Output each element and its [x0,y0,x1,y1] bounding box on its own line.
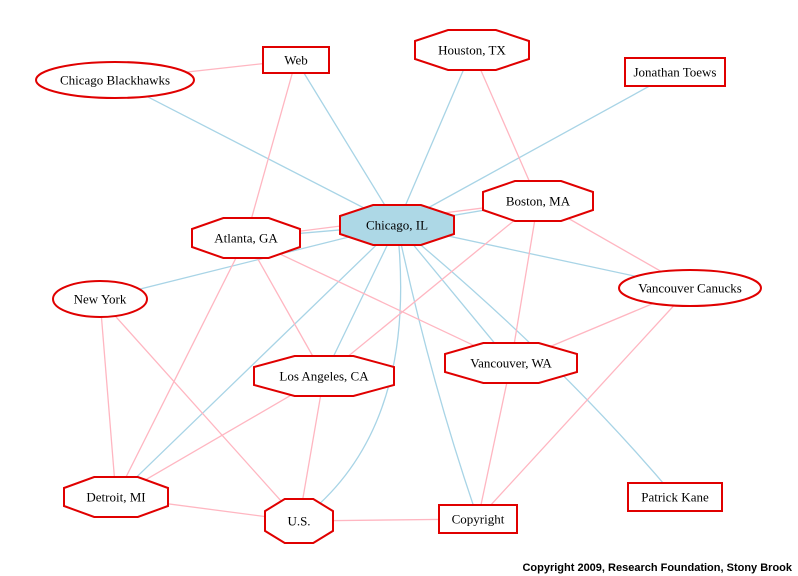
node-vancouver[interactable]: Vancouver, WA [444,342,578,384]
node-chicago_il[interactable]: Chicago, IL [339,204,455,246]
edge-chicago_il-losangeles [323,224,398,377]
node-label-vancouver: Vancouver, WA [470,356,552,371]
node-shape-boston [482,180,594,222]
node-label-us: U.S. [287,514,310,529]
node-label-houston: Houston, TX [438,43,506,58]
node-shape-us [264,498,334,544]
edge-atlanta-vancouver [245,237,512,364]
node-houston[interactable]: Houston, TX [414,29,530,71]
edge-boston-losangeles [323,200,539,377]
node-canucks[interactable]: Vancouver Canucks [618,269,762,307]
node-blackhawks[interactable]: Chicago Blackhawks [35,61,195,99]
node-label-chicago_il: Chicago, IL [366,218,428,233]
node-atlanta[interactable]: Atlanta, GA [191,217,301,259]
node-shape-houston [414,29,530,71]
edge-canucks-copyright [477,287,691,520]
node-label-canucks: Vancouver Canucks [638,281,742,296]
node-label-blackhawks: Chicago Blackhawks [60,73,170,88]
edge-chicago_il-vancouver [396,224,512,364]
edge-chicago_il-web [295,59,398,226]
edge-chicago_il-detroit [115,224,398,498]
node-boston[interactable]: Boston, MA [482,180,594,222]
node-shape-chicago_il [339,204,455,246]
node-losangeles[interactable]: Los Angeles, CA [253,355,395,397]
node-shape-detroit [63,476,169,518]
edge-chicago_il-copyright [396,224,479,520]
edge-losangeles-detroit [115,375,325,498]
node-shape-copyright [438,504,518,534]
node-label-losangeles: Los Angeles, CA [279,369,369,384]
node-label-toews: Jonathan Toews [634,65,717,80]
node-label-atlanta: Atlanta, GA [214,231,278,246]
node-newyork[interactable]: New York [52,280,148,318]
edge-chicago_il-toews [396,71,676,226]
edge-vancouver-copyright [477,362,512,520]
node-label-web: Web [284,53,308,68]
edge-newyork-us [99,298,300,522]
edges-layer [99,49,691,522]
edge-atlanta-detroit [115,237,247,498]
node-shape-toews [624,57,726,87]
node-toews[interactable]: Jonathan Toews [624,57,726,87]
edge-newyork-detroit [99,298,117,498]
edge-chicago_il-us [298,224,402,522]
node-shape-vancouver [444,342,578,384]
edge-web-atlanta [245,59,297,239]
node-shape-atlanta [191,217,301,259]
node-shape-blackhawks [35,61,195,99]
edge-atlanta-losangeles [245,237,325,377]
edge-chicago_il-houston [396,49,473,226]
node-shape-canucks [618,269,762,307]
node-label-kane: Patrick Kane [641,490,709,505]
node-shape-kane [627,482,723,512]
node-label-copyright: Copyright [452,512,505,527]
edge-houston-boston [471,49,539,202]
node-web[interactable]: Web [262,46,330,74]
edge-losangeles-us [298,375,325,522]
nodes-layer: Chicago, IL Web Houston, TX Jonathan ToewsC… [35,29,762,544]
edge-boston-vancouver [510,200,539,364]
node-us[interactable]: U.S. [264,498,334,544]
copyright-footer: Copyright 2009, Research Foundation, Sto… [522,562,792,574]
node-copyright[interactable]: Copyright [438,504,518,534]
node-shape-losangeles [253,355,395,397]
node-kane[interactable]: Patrick Kane [627,482,723,512]
node-label-newyork: New York [74,292,127,307]
node-shape-newyork [52,280,148,318]
node-shape-web [262,46,330,74]
node-detroit[interactable]: Detroit, MI [63,476,169,518]
edge-chicago_il-blackhawks [114,79,398,226]
node-label-boston: Boston, MA [506,194,571,209]
node-label-detroit: Detroit, MI [86,490,145,505]
